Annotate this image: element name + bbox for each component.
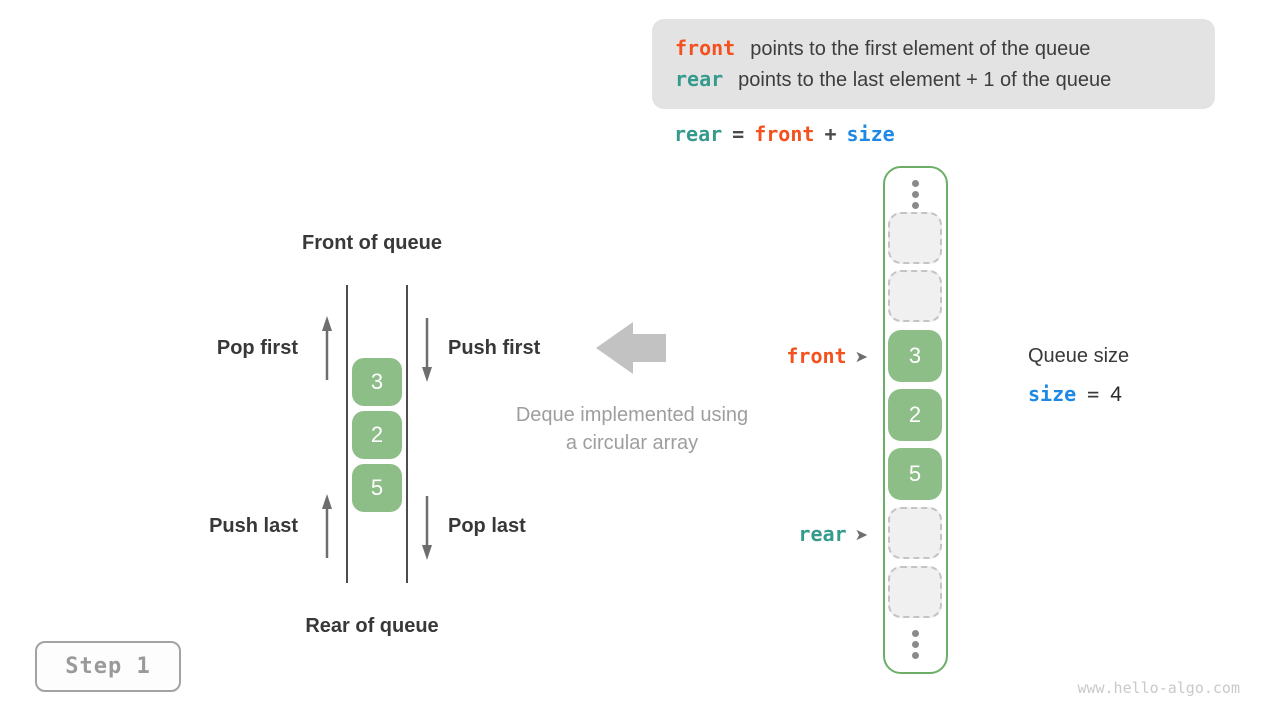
deque-wall-right: [406, 285, 408, 583]
ellipsis-top-icon: [912, 180, 919, 209]
ellipsis-dot: [912, 652, 919, 659]
push-last-label: Push last: [209, 515, 298, 537]
pointer-arrow-icon: ➤: [854, 346, 868, 366]
pop-first-label: Pop first: [216, 337, 298, 359]
ellipsis-dot: [912, 191, 919, 198]
arrow-up-icon: [322, 494, 332, 558]
front-of-queue-label: Front of queue: [302, 232, 442, 254]
formula-size: size: [846, 122, 895, 146]
figure-caption: Deque implemented using a circular array: [516, 401, 748, 457]
queue-size-label: Queue size: [1028, 345, 1130, 367]
front-pointer-label: front: [786, 344, 847, 368]
pointer-explanation-box: front points to the first element of the…: [652, 19, 1215, 109]
watermark: www.hello-algo.com: [1077, 679, 1240, 697]
ellipsis-dot: [912, 641, 919, 648]
arrow-down-icon: [422, 496, 432, 560]
rear-of-queue-label: Rear of queue: [305, 615, 439, 637]
front-explanation-line: front points to the first element of the…: [675, 36, 1215, 61]
front-explanation-text: points to the first element of the queue: [750, 38, 1091, 60]
formula-equals: =: [732, 122, 745, 146]
ellipsis-bottom-icon: [912, 630, 919, 659]
deque-element: 3: [352, 358, 402, 406]
deque-element: 2: [352, 411, 402, 459]
formula-plus: +: [824, 122, 837, 146]
caption-line2: a circular array: [565, 432, 699, 454]
rear-formula: rear = front + size: [674, 122, 895, 146]
block-arrow-left-icon: [596, 322, 666, 374]
array-cell-empty: [888, 270, 942, 322]
step-badge: Step 1: [35, 641, 181, 692]
deque-element: 5: [352, 464, 402, 512]
array-cell-empty: [888, 566, 942, 618]
array-cell: 5: [888, 448, 942, 500]
ellipsis-dot: [912, 202, 919, 209]
rear-pointer: rear ➤: [798, 522, 868, 546]
formula-front: front: [754, 122, 815, 146]
array-cell-front: 3: [888, 330, 942, 382]
queue-size-expression: size = 4: [1028, 382, 1122, 407]
front-pointer: front ➤: [786, 344, 868, 368]
push-first-label: Push first: [448, 337, 541, 359]
size-value: 4: [1110, 383, 1122, 406]
array-cell-rear: [888, 507, 942, 559]
size-equals: =: [1087, 382, 1100, 406]
caption-line1: Deque implemented using: [515, 404, 749, 426]
rear-pointer-label: rear: [798, 522, 847, 546]
rear-keyword: rear: [675, 67, 724, 91]
array-cell: 2: [888, 389, 942, 441]
rear-explanation-line: rear points to the last element + 1 of t…: [675, 67, 1215, 92]
pop-last-label: Pop last: [448, 515, 526, 537]
rear-explanation-text: points to the last element + 1 of the qu…: [738, 69, 1112, 91]
pointer-arrow-icon: ➤: [854, 524, 868, 544]
front-keyword: front: [675, 36, 736, 60]
size-keyword: size: [1028, 382, 1077, 406]
array-cell-empty: [888, 212, 942, 264]
ellipsis-dot: [912, 180, 919, 187]
formula-rear: rear: [674, 122, 723, 146]
deque-wall-left: [346, 285, 348, 583]
arrow-up-icon: [322, 316, 332, 380]
arrow-down-icon: [422, 318, 432, 382]
ellipsis-dot: [912, 630, 919, 637]
